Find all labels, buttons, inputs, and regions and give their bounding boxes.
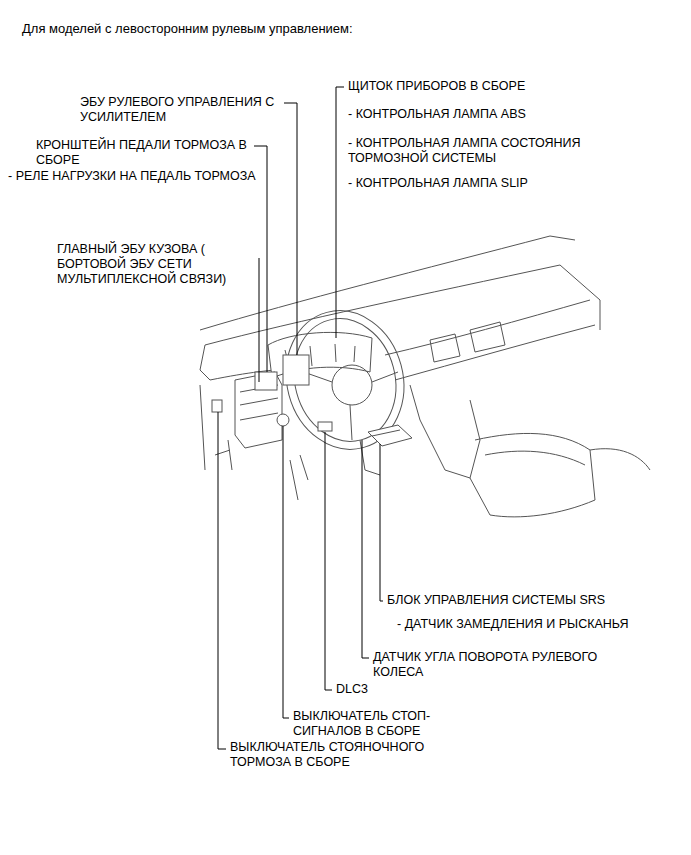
part-label: ДАТЧИК УГЛА ПОВОРОТА РУЛЕВОГО КОЛЕСА [373, 650, 637, 680]
stop-switch [277, 414, 289, 426]
part-label: - КОНТРОЛЬНАЯ ЛАМПА SLIP [348, 176, 648, 191]
srs-unit [368, 425, 412, 446]
part-label: DLC3 [336, 682, 416, 697]
page-title: Для моделей с левосторонним рулевым упра… [22, 21, 353, 37]
leader-line [336, 87, 344, 338]
part-label: ГЛАВНЫЙ ЭБУ КУЗОВА ( БОРТОВОЙ ЭБУ СЕТИ М… [57, 242, 257, 287]
parking-switch [212, 400, 222, 412]
leader-line [254, 146, 267, 372]
part-label: ЭБУ РУЛЕВОГО УПРАВЛЕНИЯ С УСИЛИТЕЛЕМ [80, 95, 286, 125]
part-label: БЛОК УПРАВЛЕНИЯ СИСТЕМЫ SRS [387, 593, 667, 608]
dash-face [395, 325, 595, 380]
pillar [560, 265, 600, 330]
srs-detail [372, 430, 400, 436]
dash-face [385, 300, 590, 355]
eps-ecu [283, 355, 309, 385]
leader-line [284, 103, 297, 355]
steering-wheel [271, 297, 419, 462]
steering-column [360, 440, 380, 475]
armrest-line [485, 451, 585, 465]
leader-line [380, 444, 383, 601]
part-label: ВЫКЛЮЧАТЕЛЬ СТОП-СИГНАЛОВ В СБОРЕ [293, 709, 485, 739]
brake-bracket [255, 372, 277, 390]
leader-line [362, 440, 369, 658]
part-label: КРОНШТЕЙН ПЕДАЛИ ТОРМОЗА В СБОРЕ [36, 138, 258, 168]
leader-line [283, 426, 289, 718]
left-panel [200, 385, 232, 470]
leader-line [325, 432, 332, 690]
part-label: - РЕЛЕ НАГРУЗКИ НА ПЕДАЛЬ ТОРМОЗА [8, 169, 280, 184]
vent [470, 322, 505, 352]
console [470, 433, 595, 516]
part-label: ВЫКЛЮЧАТЕЛЬ СТОЯНОЧНОГО ТОРМОЗА В СБОРЕ [230, 740, 482, 770]
leader-line [259, 258, 260, 382]
console-rear [590, 449, 650, 470]
main-body-ecu [235, 372, 282, 448]
floor-detail [290, 455, 308, 500]
windshield-edge [200, 236, 575, 330]
vent [430, 334, 460, 362]
part-label: - ДАТЧИК ЗАМЕДЛЕНИЯ И РЫСКАНЬЯ [397, 617, 677, 632]
part-label: - КОНТРОЛЬНАЯ ЛАМПА СОСТОЯНИЯ ТОРМОЗНОЙ … [348, 136, 620, 166]
leader-line [218, 412, 226, 749]
steering-hub [332, 365, 372, 405]
part-label: ЩИТОК ПРИБОРОВ В СБОРЕ [348, 79, 648, 94]
center-stack [410, 385, 480, 478]
dash-top [205, 265, 560, 345]
dash-left [200, 345, 210, 380]
dlc3-connector [318, 422, 332, 431]
part-label: - КОНТРОЛЬНАЯ ЛАМПА ABS [348, 107, 648, 122]
